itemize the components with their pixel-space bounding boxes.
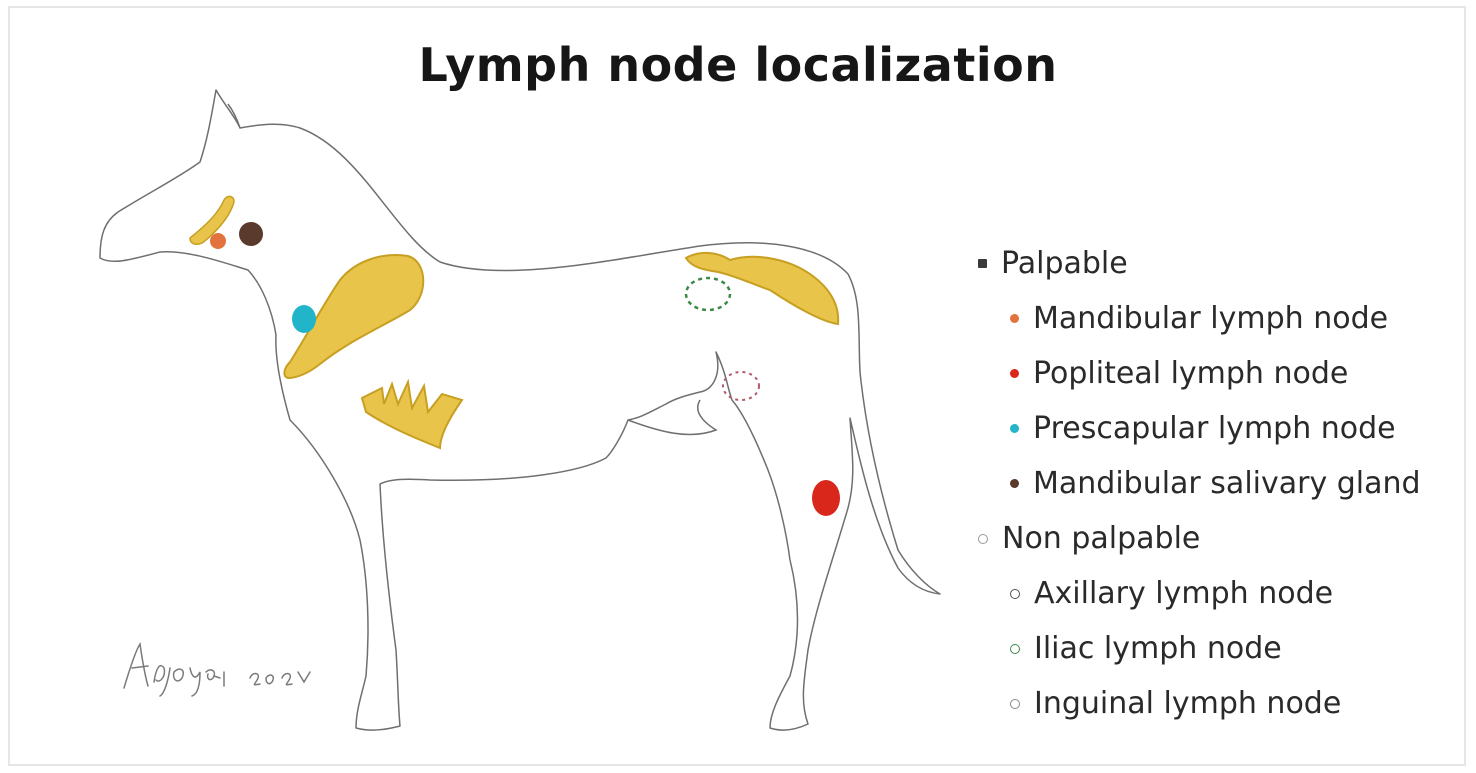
iliac-lymph-node-marker-icon <box>1010 644 1020 654</box>
non-palpable-marker-icon <box>978 534 988 544</box>
mandibular-lymph-node-marker-icon <box>1010 314 1019 323</box>
popliteal-lymph-node-dot <box>812 480 840 516</box>
sternum-ribs-bone <box>362 382 462 448</box>
legend-label: Inguinal lymph node <box>1034 686 1341 721</box>
artist-signature <box>120 628 340 698</box>
legend-group-palpable: Palpable <box>978 236 1458 291</box>
pelvis-bone <box>686 253 838 324</box>
legend-item: Axillary lymph node <box>978 566 1458 621</box>
popliteal-lymph-node-marker-icon <box>1010 369 1019 378</box>
iliac-lymph-node-ring <box>686 278 730 310</box>
legend-label: Iliac lymph node <box>1034 631 1282 666</box>
legend-label: Axillary lymph node <box>1034 576 1333 611</box>
legend-group-non-palpable: Non palpable <box>978 511 1458 566</box>
legend-item: Inguinal lymph node <box>978 676 1458 731</box>
legend-label: Non palpable <box>1002 521 1200 556</box>
mandibular-lymph-node-dot <box>210 233 226 249</box>
legend: Palpable Mandibular lymph node Popliteal… <box>978 236 1458 731</box>
hind-leg-fold <box>628 400 716 435</box>
mandibular-salivary-gland-marker-icon <box>1010 479 1019 488</box>
legend-item: Iliac lymph node <box>978 621 1458 676</box>
palpable-marker-icon <box>978 259 987 268</box>
legend-label: Palpable <box>1001 246 1128 281</box>
legend-item: Popliteal lymph node <box>978 346 1458 401</box>
legend-label: Popliteal lymph node <box>1033 356 1348 391</box>
legend-label: Mandibular lymph node <box>1033 301 1388 336</box>
inguinal-lymph-node-marker-icon <box>1010 699 1020 709</box>
mandibular-salivary-gland-dot <box>239 222 263 246</box>
legend-label: Mandibular salivary gland <box>1033 466 1421 501</box>
prescapular-lymph-node-marker-icon <box>1010 424 1019 433</box>
axillary-lymph-node-marker-icon <box>1010 589 1020 599</box>
legend-item: Prescapular lymph node <box>978 401 1458 456</box>
legend-item: Mandibular lymph node <box>978 291 1458 346</box>
legend-item: Mandibular salivary gland <box>978 456 1458 511</box>
prescapular-lymph-node-dot <box>292 305 316 333</box>
legend-label: Prescapular lymph node <box>1033 411 1396 446</box>
